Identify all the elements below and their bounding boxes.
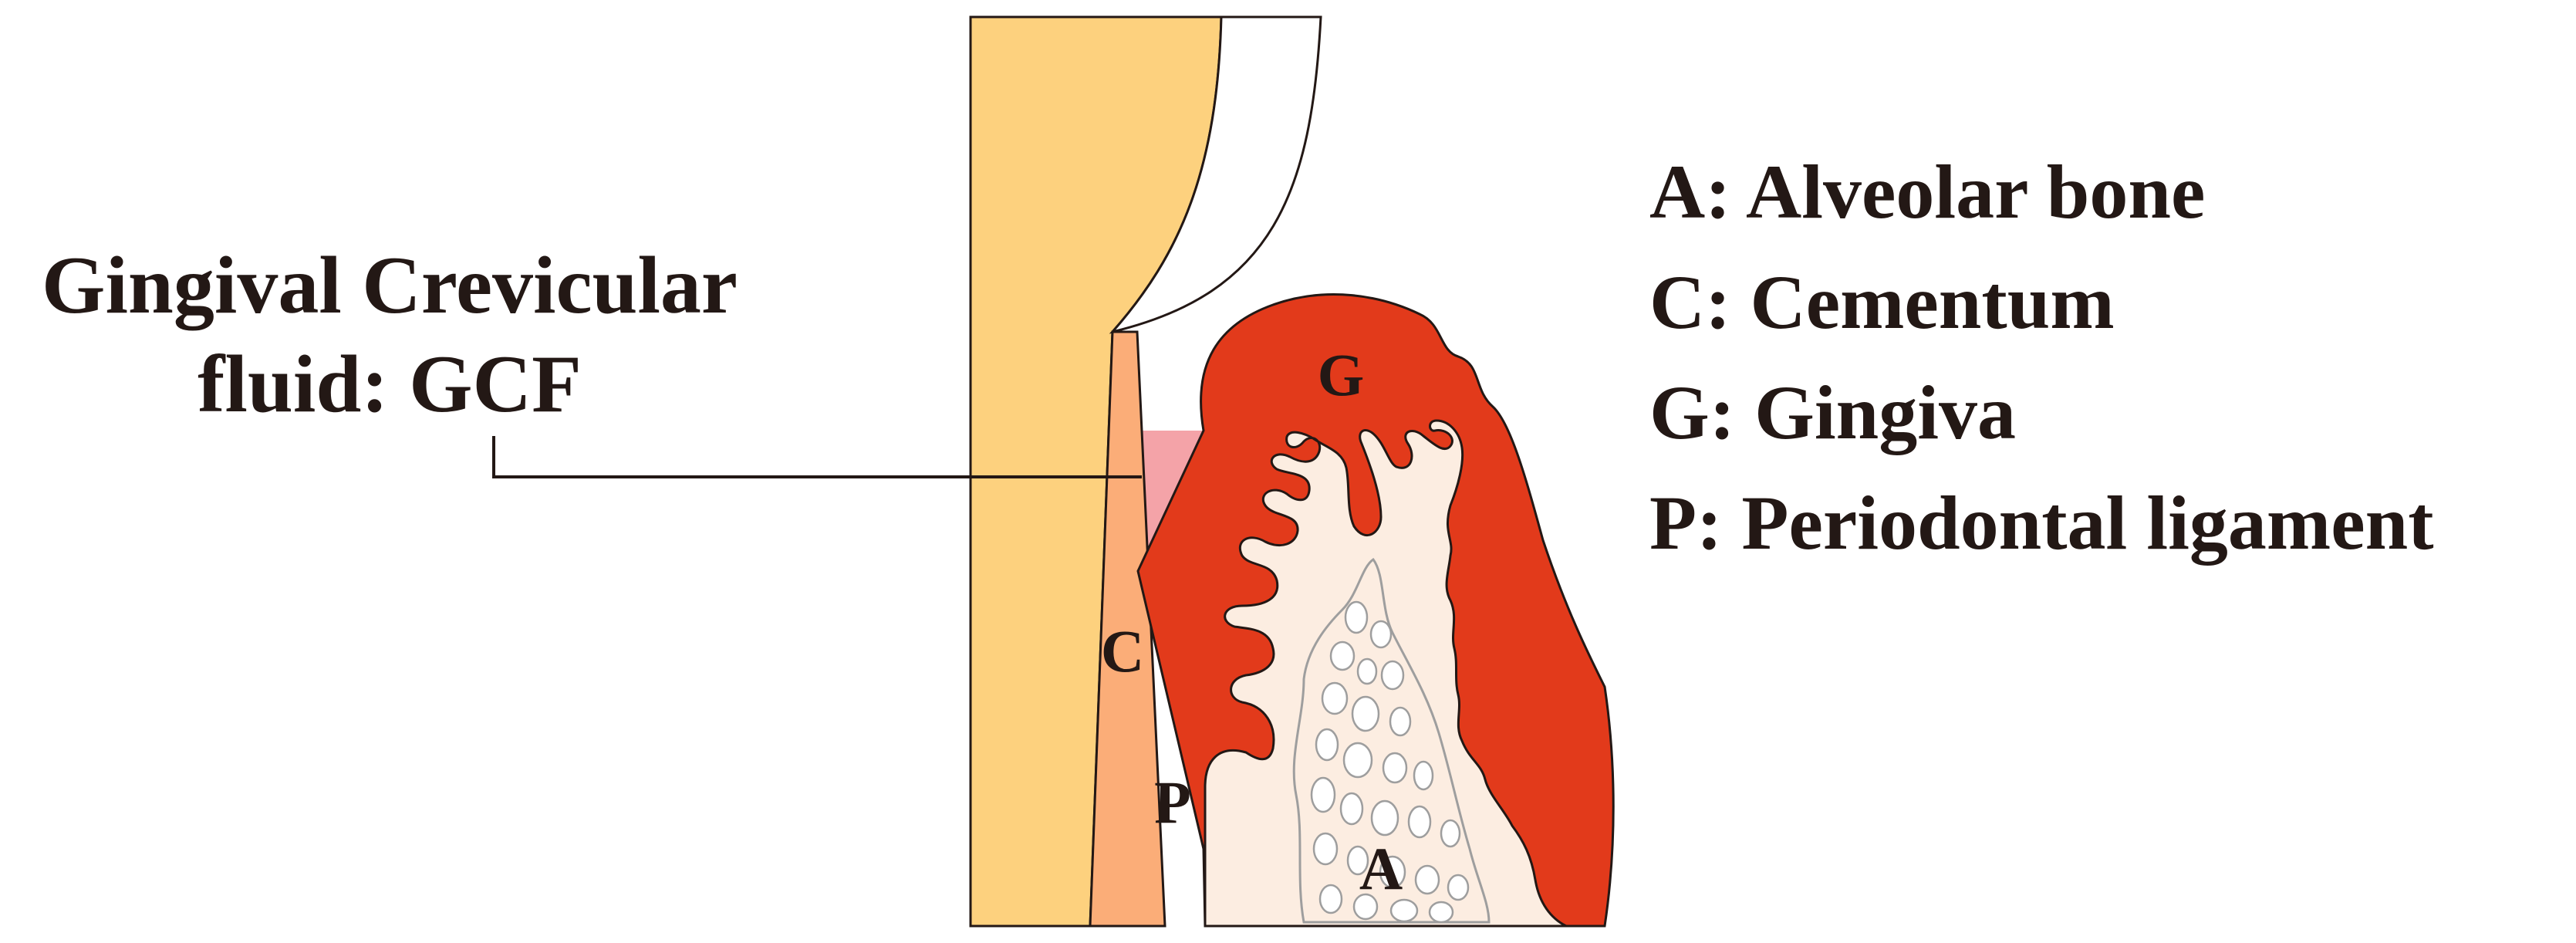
legend-item: A: Alveolar bone — [1649, 149, 2205, 235]
cementum — [1089, 330, 1166, 928]
legend-item: C: Cementum — [1649, 259, 2115, 345]
legend-item: P: Periodontal ligament — [1649, 480, 2434, 566]
legend: A: Alveolar bone C: Cementum G: Gingiva … — [1649, 149, 2434, 566]
marrow-spaces — [1310, 600, 1470, 924]
alveolar-bone-label: A — [1359, 835, 1403, 902]
gingiva-label: G — [1318, 341, 1365, 408]
legend-item: G: Gingiva — [1649, 370, 2016, 455]
gcf-leader-line — [492, 436, 1142, 478]
callout-line-2: fluid: GCF — [198, 339, 582, 429]
periodontal-ligament-label: P — [1154, 769, 1191, 836]
callout-line-1: Gingival Crevicular — [42, 240, 738, 330]
cementum-label: C — [1101, 617, 1144, 684]
enamel — [1109, 15, 1322, 334]
cancellous-bone-outline — [1292, 557, 1491, 924]
